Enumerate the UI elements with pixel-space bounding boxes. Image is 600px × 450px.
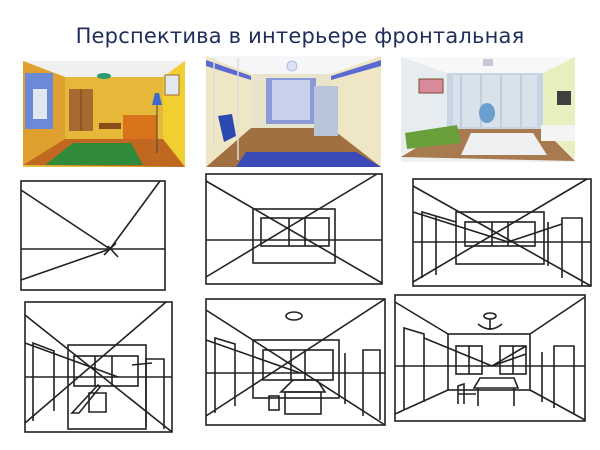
illustration-bedroom-blue [206, 56, 381, 167]
slide-title: Перспектива в интерьере фронтальная [75, 24, 525, 48]
perspective-diagram-step-5 [205, 298, 386, 426]
perspective-diagram-step-3 [412, 178, 592, 287]
perspective-diagram-step-6 [394, 294, 586, 422]
perspective-diagram-step-2 [205, 173, 383, 285]
perspective-diagram-step-1 [20, 180, 166, 291]
illustration-living-room-green [401, 57, 575, 162]
illustration-living-room-yellow [23, 61, 185, 167]
perspective-diagram-step-4 [24, 301, 173, 433]
